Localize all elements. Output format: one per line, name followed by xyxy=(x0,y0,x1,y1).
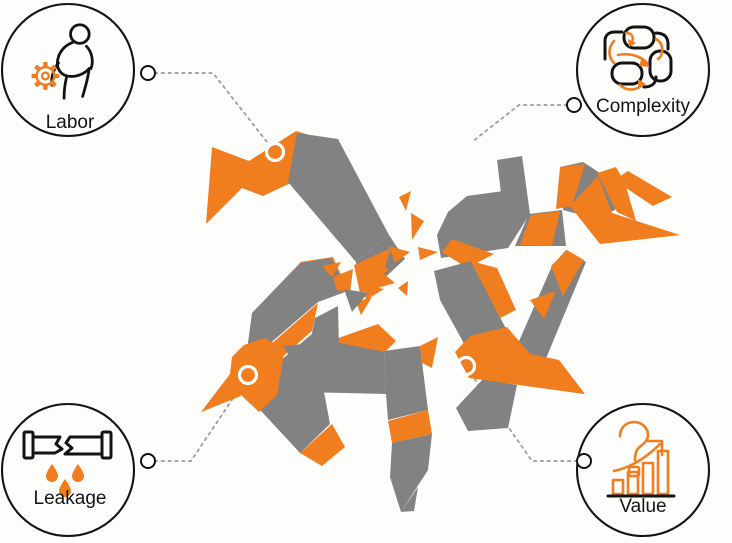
tangled-knot-arrows-icon xyxy=(603,25,673,91)
cracked-pipe-dripping-icon xyxy=(22,430,113,497)
node-labor-label: Labor xyxy=(46,112,95,133)
shard-orange-v-left-edge xyxy=(471,261,516,318)
shard-orange-ul-head xyxy=(206,131,316,224)
connector-dot-labor[interactable] xyxy=(140,65,156,81)
shard-gray-ur-fin xyxy=(497,160,512,210)
connector-labor xyxy=(147,72,275,152)
connector-dot-leakage[interactable] xyxy=(140,453,156,469)
frag-orange-5 xyxy=(363,285,384,300)
shattered-center-graphic xyxy=(201,131,680,512)
shard-gray-left-wedge xyxy=(245,258,348,365)
shard-orange-v-right-top xyxy=(551,250,584,296)
shard-orange-bl-arm-btm xyxy=(388,410,432,443)
frag-orange-4 xyxy=(389,246,410,263)
shard-orange-v-r-fin xyxy=(530,291,556,319)
node-complexity-label: Complexity xyxy=(596,96,690,117)
node-complexity[interactable]: Complexity xyxy=(566,2,711,138)
water-drops-icon xyxy=(46,464,84,497)
shard-orange-center-left xyxy=(333,269,353,293)
shard-gray-ul-arm xyxy=(288,133,389,262)
node-labor[interactable]: Labor xyxy=(0,2,156,138)
node-labor-circle[interactable] xyxy=(0,2,136,138)
connector-lines xyxy=(147,72,585,462)
shard-orange-ul-tip xyxy=(206,147,237,224)
question-mark-growth-chart-icon xyxy=(606,420,676,498)
shard-gray-bl-arm-b xyxy=(384,346,428,420)
worker-lifting-with-gear-icon xyxy=(31,23,94,100)
frag-orange-6 xyxy=(376,262,389,278)
connector-complexity xyxy=(471,104,575,143)
shard-orange-bl-arm-top xyxy=(330,324,396,352)
node-leakage-circle[interactable] xyxy=(0,402,136,538)
node-value-label: Value xyxy=(619,496,666,517)
bar-chart-icon xyxy=(611,449,670,496)
anchor-ring-value xyxy=(455,355,477,377)
shard-gray-ur-block xyxy=(437,156,530,258)
shard-orange-far-r-a xyxy=(556,164,585,209)
shard-gray-mid-bridge xyxy=(300,306,340,392)
node-leakage-label: Leakage xyxy=(34,488,107,509)
shard-orange-ur-b xyxy=(520,211,560,246)
connector-dot-complexity[interactable] xyxy=(566,97,582,113)
connector-dot-value[interactable] xyxy=(576,453,592,469)
shard-gray-bl-leg-tip xyxy=(401,487,418,512)
node-value[interactable]: Value xyxy=(575,402,711,538)
shard-orange-small-a xyxy=(322,262,341,277)
gear-icon xyxy=(31,61,60,90)
shard-orange-bl-head xyxy=(201,338,285,412)
shard-orange-br-tail xyxy=(470,362,584,394)
frag-orange-8 xyxy=(398,281,408,296)
frag-orange-3 xyxy=(418,247,438,260)
connector-leakage xyxy=(147,375,249,462)
shard-orange-far-r-b xyxy=(597,167,636,221)
frag-orange-2 xyxy=(411,213,424,240)
shard-orange-left-lower-tip xyxy=(300,424,345,466)
shard-gray-v-bottom xyxy=(456,379,517,431)
frag-orange-1 xyxy=(399,191,411,211)
node-leakage[interactable]: Leakage xyxy=(0,402,156,538)
shard-orange-bl-arm-notch xyxy=(420,337,438,368)
anchor-ring-labor xyxy=(264,141,286,163)
frag-gray-center-a xyxy=(344,289,368,312)
shard-orange-far-r-c xyxy=(570,176,680,244)
shard-orange-far-r-d xyxy=(614,171,672,206)
shard-orange-arrow-mid xyxy=(354,248,395,293)
shard-orange-ur-a xyxy=(442,239,494,268)
anchor-ring-leakage xyxy=(237,364,259,386)
shard-orange-bl-tip xyxy=(201,382,241,412)
shard-gray-bl-leg xyxy=(390,434,432,512)
